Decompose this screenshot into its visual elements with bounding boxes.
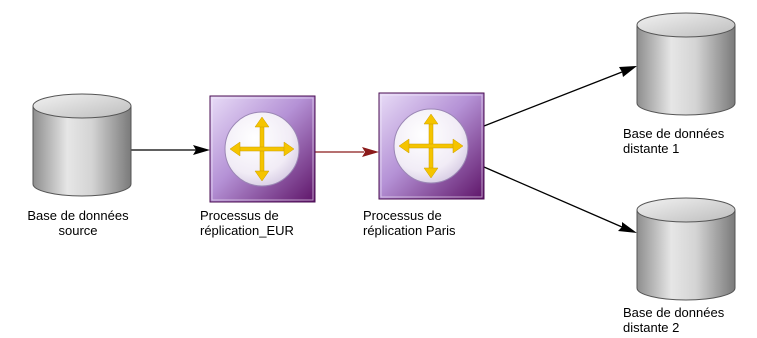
- process-paris-label-line2: réplication Paris: [363, 223, 456, 238]
- database-remote1-icon[interactable]: [636, 12, 736, 116]
- database-source-label: Base de données source: [8, 208, 148, 238]
- process-eur-label-line1: Processus de: [200, 208, 279, 223]
- process-paris-label-line1: Processus de: [363, 208, 442, 223]
- connector-paris-to-remote1[interactable]: [483, 66, 637, 127]
- database-remote2-icon[interactable]: [636, 197, 736, 301]
- database-remote2-label: Base de données distante 2: [623, 305, 724, 335]
- database-remote2-label-line1: Base de données: [623, 305, 725, 320]
- process-eur-label: Processus de réplication_EUR: [200, 208, 294, 238]
- connector-source-to-eur[interactable]: [131, 145, 210, 155]
- process-eur-icon[interactable]: [209, 95, 316, 203]
- process-eur-label-line2: réplication_EUR: [200, 223, 294, 238]
- database-remote1-label-line1: Base de données: [623, 126, 725, 141]
- database-remote1-label-line2: distante 1: [623, 141, 680, 156]
- database-source-label-line2: source: [58, 223, 98, 238]
- connector-eur-to-paris[interactable]: [315, 147, 379, 157]
- database-remote2-label-line2: distante 2: [623, 320, 680, 335]
- database-source-label-line1: Base de données: [27, 208, 129, 223]
- database-remote1-label: Base de données distante 1: [623, 126, 724, 156]
- database-source-icon[interactable]: [32, 93, 132, 197]
- process-paris-icon[interactable]: [378, 92, 485, 200]
- connector-paris-to-remote2[interactable]: [483, 166, 637, 233]
- process-paris-label: Processus de réplication Paris: [363, 208, 456, 238]
